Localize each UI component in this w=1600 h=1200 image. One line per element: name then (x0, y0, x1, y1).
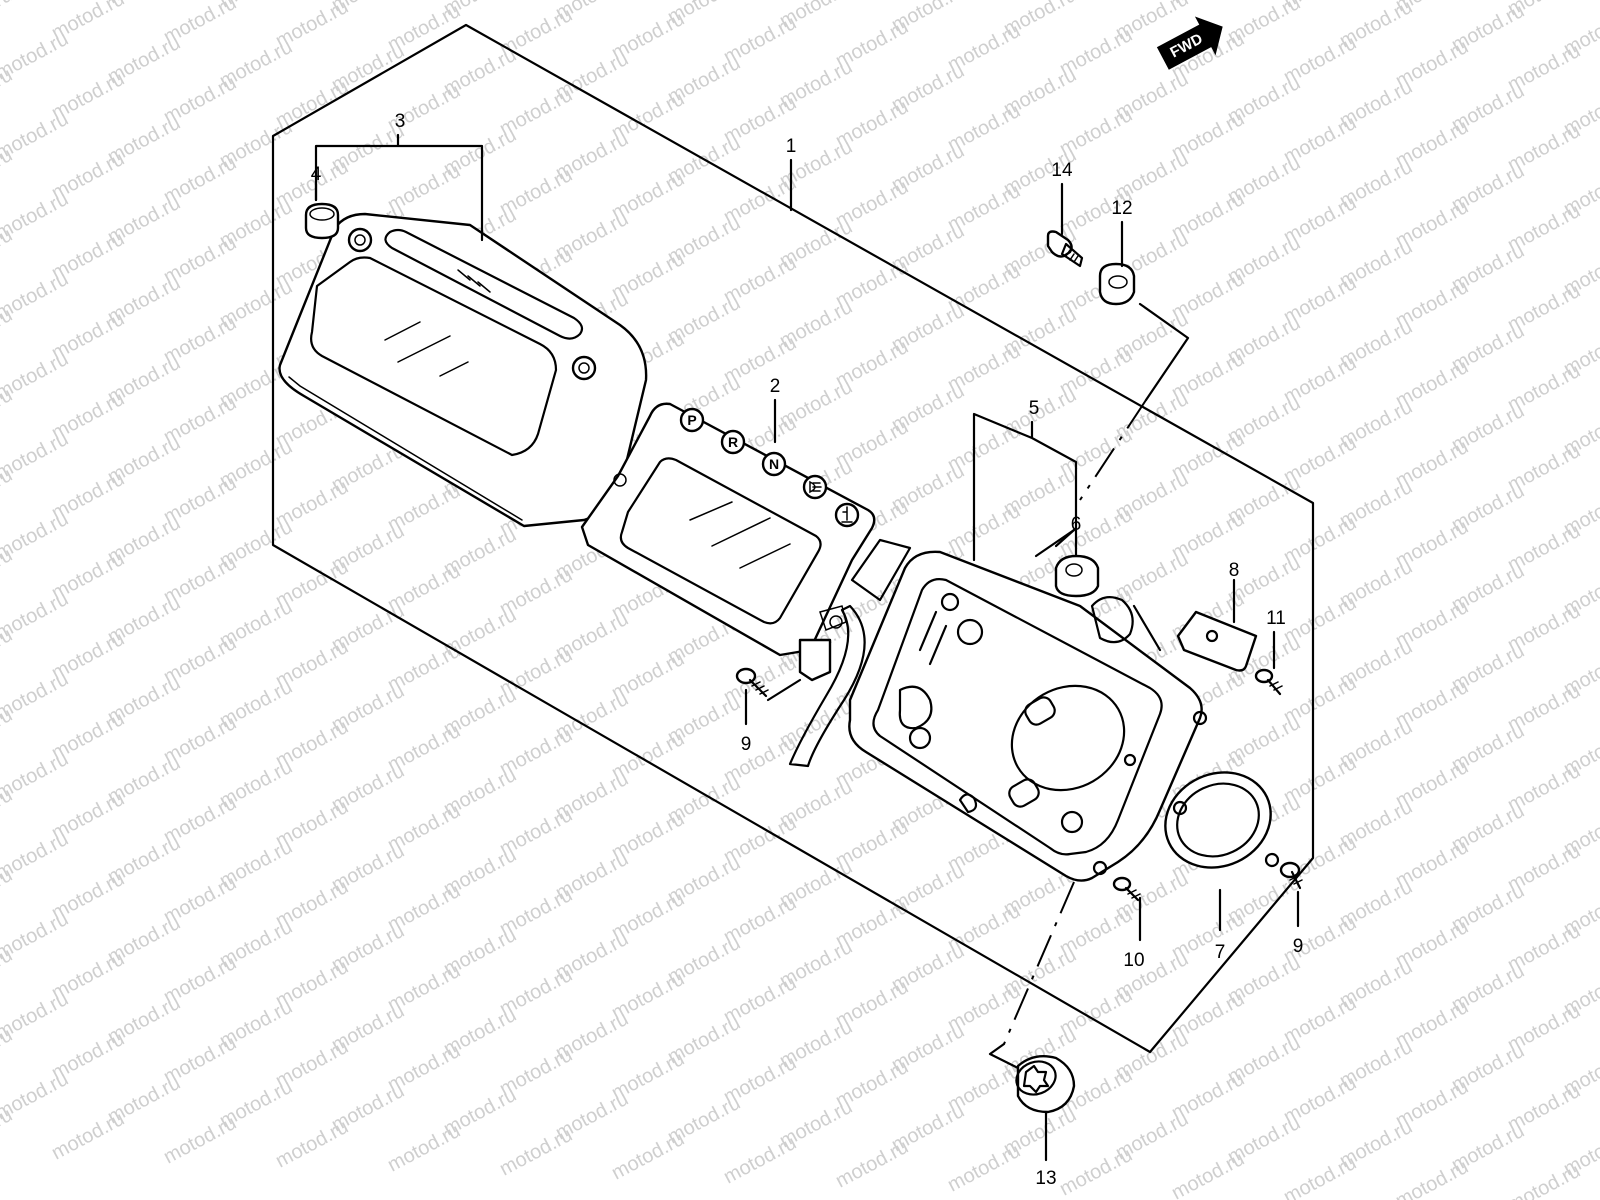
watermark-text: motod.ru (384, 1120, 464, 1176)
callout-1: 1 (786, 136, 797, 157)
screw-part-10 (1112, 876, 1141, 902)
screw-part-11 (1254, 668, 1283, 696)
watermark-text: motod.ru (1168, 1148, 1248, 1200)
watermark-text: motod.ru (1280, 1152, 1360, 1200)
plate-part-8 (1176, 610, 1258, 672)
assembly-boundary-frame (271, 23, 1315, 1054)
callout-6: 6 (1071, 514, 1082, 535)
callout-3: 3 (395, 111, 406, 132)
svg-text:N: N (769, 456, 779, 472)
gear-n-indicator: N (761, 451, 787, 477)
callout-10: 10 (1123, 950, 1144, 971)
watermark-text: motod.ru (496, 1124, 576, 1180)
watermark-text: motod.ru (272, 1116, 352, 1172)
callout-labels: 1 2 3 4 5 6 7 8 9 9 10 11 12 13 14 (311, 111, 1304, 1189)
watermark-text: motod.ru (944, 1140, 1024, 1196)
svg-text:R: R (728, 434, 738, 450)
callout-13: 13 (1035, 1168, 1056, 1189)
meter-upper-case (278, 212, 648, 528)
gear-r-indicator: R (720, 429, 746, 455)
bolt-part-14 (1046, 230, 1084, 268)
callout-9-left: 9 (741, 734, 752, 755)
alignment-lines (988, 302, 1190, 1070)
screw-part-9-right (1279, 861, 1303, 890)
grommet-part-6 (1054, 554, 1100, 598)
callout-12: 12 (1111, 198, 1132, 219)
temperature-indicator-icon (834, 502, 860, 528)
ring-part-7 (1164, 771, 1280, 869)
gear-indicator-lights: P R N (679, 407, 860, 528)
watermark-text: motod.ru (720, 1132, 800, 1188)
watermark-text: motod.ru (160, 1112, 240, 1168)
callout-9-right: 9 (1293, 936, 1304, 957)
grommet-part-4 (304, 202, 340, 240)
svg-text:P: P (687, 412, 696, 428)
watermark-text: motod.ru (1056, 1144, 1136, 1200)
callout-2: 2 (770, 376, 781, 397)
callout-11: 11 (1266, 608, 1286, 629)
forward-arrow-icon (1156, 16, 1223, 70)
socket-part-13 (1015, 1055, 1076, 1114)
watermark-text: motod.ru (48, 1108, 128, 1164)
callout-7: 7 (1215, 942, 1226, 963)
meter-rear-case (788, 550, 1208, 882)
meter-middle-panel: P R N (580, 402, 912, 682)
leader-lines (314, 133, 1300, 1162)
watermark-text: motod.ru (608, 1128, 688, 1184)
watermark-text: motod.ru (0, 0, 16, 40)
screw-part-9-left (735, 667, 769, 698)
watermark-text: motod.ru (1392, 1156, 1472, 1200)
watermark-text: motod.ru (832, 1136, 912, 1192)
watermark-text: motod.ru (1504, 1160, 1584, 1200)
callout-14: 14 (1051, 160, 1073, 181)
gear-p-indicator: P (679, 407, 705, 433)
callout-4: 4 (311, 164, 322, 185)
callout-8: 8 (1229, 560, 1240, 581)
callout-5: 5 (1029, 398, 1040, 419)
grommet-part-12 (1098, 262, 1136, 306)
headlight-indicator-icon (802, 474, 828, 500)
